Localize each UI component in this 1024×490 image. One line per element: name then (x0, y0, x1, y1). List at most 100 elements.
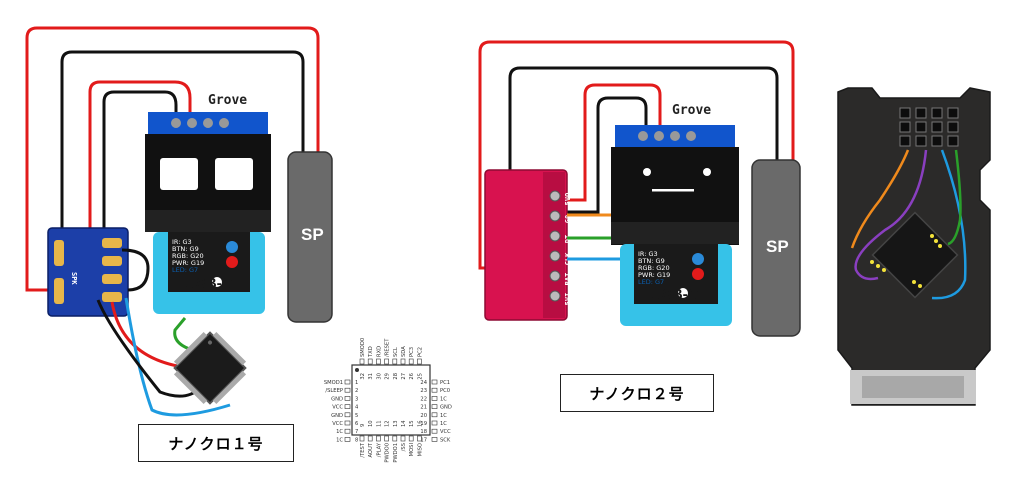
chip-pin-label: VCC (332, 421, 343, 427)
chip-pin-label: 30 (376, 373, 382, 380)
pink-module-pin (549, 250, 561, 262)
chip-pin-label: /TEST (360, 442, 366, 457)
chip-pin (359, 435, 365, 442)
chip-pin-label: PC3 (409, 347, 415, 357)
pcb-header-hole (899, 135, 911, 147)
pink-module-pin-label: 5VI (564, 293, 572, 306)
grove-pin (187, 118, 197, 128)
chip-pin-label: /RESET (385, 338, 391, 357)
grove-label: Grove (208, 93, 247, 108)
pink-module-pin (549, 190, 561, 202)
chip-pin (431, 437, 438, 442)
caption-right: ナノクロ２号 (560, 374, 714, 412)
chip-pin (376, 358, 381, 365)
grove-pin (654, 131, 664, 141)
wire-blue-amp-chip (124, 297, 231, 417)
oled-eye-right (703, 168, 711, 176)
chip-pin-label: SDA (401, 346, 407, 357)
chip-pin (408, 435, 414, 442)
amp-module-left: SPK (47, 227, 129, 317)
chip-pin-label: 27 (401, 373, 407, 380)
chip-pin-label: 29 (385, 373, 391, 380)
grove-pin (638, 131, 648, 141)
chip-pin-label: 10 (368, 420, 374, 427)
grove-pin (171, 118, 181, 128)
chip-pin (344, 420, 351, 426)
chip-pin-label: 3 (355, 396, 358, 402)
atom-info-led: LED: G7 (172, 266, 198, 274)
oled-mouth (652, 189, 694, 192)
pink-module-pin-label: 5VO (564, 193, 572, 206)
wire-red-grove-left (88, 80, 192, 300)
wire-orange-pcb (850, 149, 910, 249)
chip-pin (431, 396, 438, 401)
wire-purple-pcb (854, 149, 928, 281)
wire-red-outer-left (25, 26, 320, 292)
pink-module-pin (549, 230, 561, 242)
chip-pin-label: GND (440, 405, 452, 411)
pcb-header-hole (931, 121, 943, 133)
chip-pin-label: PWDO0 (385, 443, 391, 463)
pink-module-pin (549, 290, 561, 302)
chip-pin-label: 18 (420, 429, 427, 435)
wire-black-grove-right (565, 96, 648, 214)
chip-pin-label: RXD (376, 346, 382, 357)
chip-pin-label: 13 (393, 420, 399, 427)
chip-pin (400, 435, 406, 442)
chip-pin-label: AOUT (368, 442, 374, 457)
atom-info-line: BTN: G9 (638, 257, 665, 265)
pink-module-pin-label: BAT (564, 273, 572, 286)
chip-pin-label: 17 (420, 437, 427, 443)
chip-pin (431, 387, 438, 393)
pcb-header-hole (931, 107, 943, 119)
chip-pin-label: 23 (420, 388, 427, 394)
chip-pin (344, 428, 351, 434)
usbc-label: USB-C (185, 275, 233, 292)
wire-black-outer-left (60, 50, 305, 240)
chip-pin (344, 412, 351, 418)
oled-eye-left (160, 158, 198, 190)
pink-module-pin-label: G0 (564, 215, 572, 223)
spk-label: SPK (70, 272, 78, 285)
atom-info-line: PWR: G19 (172, 259, 204, 267)
chip-pin-label: 11 (376, 420, 382, 427)
z-logo-icon (226, 256, 238, 268)
chip-pin-label: 14 (401, 420, 407, 427)
chip-pin-label: PWDO1 (393, 443, 399, 463)
bluetooth-icon (692, 253, 704, 265)
wire-blue-pcb (931, 149, 967, 300)
oled-eye-right (215, 158, 253, 190)
chip-pin-label: /PLAY (376, 442, 382, 457)
chip-pin-label: SMOD0 (360, 338, 366, 357)
pink-module-right (484, 169, 568, 321)
usbc-label: USB-C (651, 286, 699, 303)
chip-pin (384, 435, 389, 442)
pcb-header-hole (947, 121, 959, 133)
wire-red-outer-right (478, 40, 795, 270)
pcb-header-hole (947, 135, 959, 147)
chip-pin-label: 20 (420, 413, 427, 419)
speaker-label: SP (301, 225, 324, 244)
chip-pin-label: GND (331, 413, 343, 419)
atom-info-line: IR: G3 (172, 238, 192, 246)
caption-left: ナノクロ１号 (138, 424, 294, 462)
chip-pin-label: 25 (417, 373, 423, 380)
chip-pin (344, 379, 351, 385)
speaker-left (287, 151, 333, 323)
grove-logo-icon (678, 288, 688, 298)
chip-pin (431, 379, 438, 385)
chip-pin-label: PC2 (417, 347, 423, 357)
chip-pin (376, 435, 381, 442)
chip-pin-label: 15 (409, 420, 415, 427)
chip-pin (408, 358, 414, 365)
chip-pin-label: /SS (401, 443, 407, 451)
pink-module-pin (549, 210, 561, 222)
chip-pin-label: 32 (360, 373, 366, 380)
pcb-header-hole (915, 107, 927, 119)
chip-pin-label: 1C (336, 437, 343, 443)
chip-pin-label: PC1 (440, 380, 450, 386)
atom-info-line: IR: G3 (638, 250, 658, 258)
grove-pin (670, 131, 680, 141)
atom-info-led: LED: G7 (638, 278, 664, 286)
chip-pin-label: 1C (336, 429, 343, 435)
